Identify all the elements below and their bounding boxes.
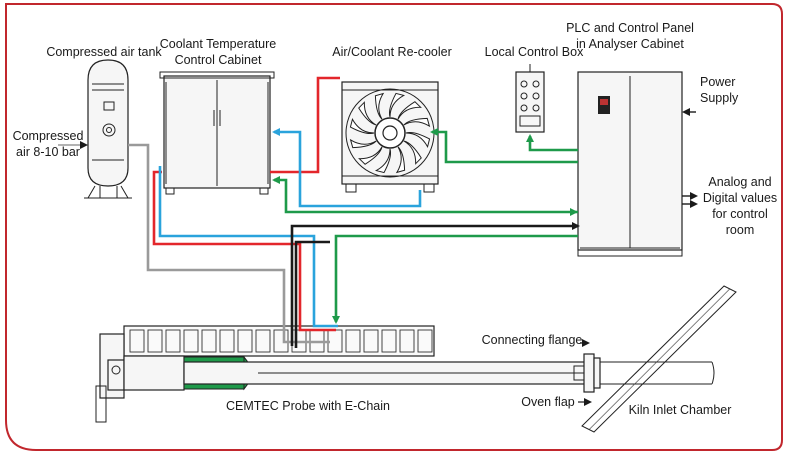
air-coolant-recooler: [341, 81, 439, 193]
e-chain-link: [417, 329, 433, 353]
fan-blade: [403, 140, 422, 165]
label-analog-line3: for control: [712, 207, 768, 221]
outer-frame: [5, 3, 783, 451]
red-coolant-line-lower: [152, 170, 336, 332]
local-control-box: [515, 64, 545, 133]
label-power-line1: Power: [700, 75, 735, 89]
fan-blade: [374, 148, 392, 174]
probe-e-chain-assembly: [95, 325, 715, 423]
e-chain-link: [147, 329, 163, 353]
fan-blade: [358, 101, 377, 126]
fan-blade: [358, 146, 383, 165]
red-coolant-line-upper: [270, 76, 340, 174]
label-compressed-air-line2: air 8-10 bar: [16, 145, 80, 159]
e-chain-link: [183, 329, 199, 353]
e-chain-link: [237, 329, 253, 353]
fan-blades: [349, 92, 431, 174]
e-chain-link: [345, 329, 361, 353]
green-line-probe: [332, 234, 578, 324]
label-power-line2: Supply: [700, 91, 739, 105]
label-coolant-cabinet-line1: Coolant Temperature: [160, 37, 277, 51]
e-chain-link: [399, 329, 415, 353]
black-signal-line-2: [294, 240, 330, 348]
fan-blade: [395, 146, 406, 174]
fan-blade: [349, 117, 375, 135]
fan-blade: [405, 131, 431, 149]
fan-blade: [374, 92, 385, 120]
plc-control-panel-cabinet: [577, 71, 683, 257]
blue-coolant-line-lower: [158, 166, 338, 328]
green-line-cabinet: [272, 176, 578, 214]
e-chain-link: [201, 329, 217, 353]
label-connecting-flange: Connecting flange: [482, 333, 583, 347]
label-analog-line2: Digital values: [703, 191, 777, 205]
black-signal-line-1: [290, 222, 580, 346]
fan-blade: [403, 117, 431, 128]
e-chain-link: [255, 329, 271, 353]
label-recooler: Air/Coolant Re-cooler: [332, 45, 452, 59]
label-analog-line4: room: [726, 223, 754, 237]
label-kiln: Kiln Inlet Chamber: [629, 403, 732, 417]
label-probe: CEMTEC Probe with E-Chain: [226, 399, 390, 413]
fan-blade: [349, 138, 377, 149]
e-chain-link: [381, 329, 397, 353]
label-analog-line1: Analog and: [708, 175, 771, 189]
label-oven-flap: Oven flap: [521, 395, 575, 409]
kiln-inlet-wall: [581, 285, 737, 433]
coolant-control-cabinet: [159, 71, 275, 195]
e-chain-link: [219, 329, 235, 353]
green-line-local-box: [526, 134, 578, 152]
blue-coolant-line-upper: [272, 128, 422, 208]
e-chain-link: [165, 329, 181, 353]
label-coolant-cabinet-line2: Control Cabinet: [175, 53, 262, 67]
label-compressed-air-tank: Compressed air tank: [46, 45, 162, 59]
green-line-recooler: [430, 128, 578, 164]
compressed-air-tank: [84, 59, 132, 199]
e-chain-link: [129, 329, 145, 353]
e-chain-link: [363, 329, 379, 353]
label-plc-line2: in Analyser Cabinet: [576, 37, 684, 51]
label-local-control-box: Local Control Box: [485, 45, 584, 59]
label-plc-line1: PLC and Control Panel: [566, 21, 694, 35]
label-compressed-air-line1: Compressed: [13, 129, 84, 143]
fan-blade: [397, 101, 422, 120]
fan-blade: [388, 92, 406, 118]
